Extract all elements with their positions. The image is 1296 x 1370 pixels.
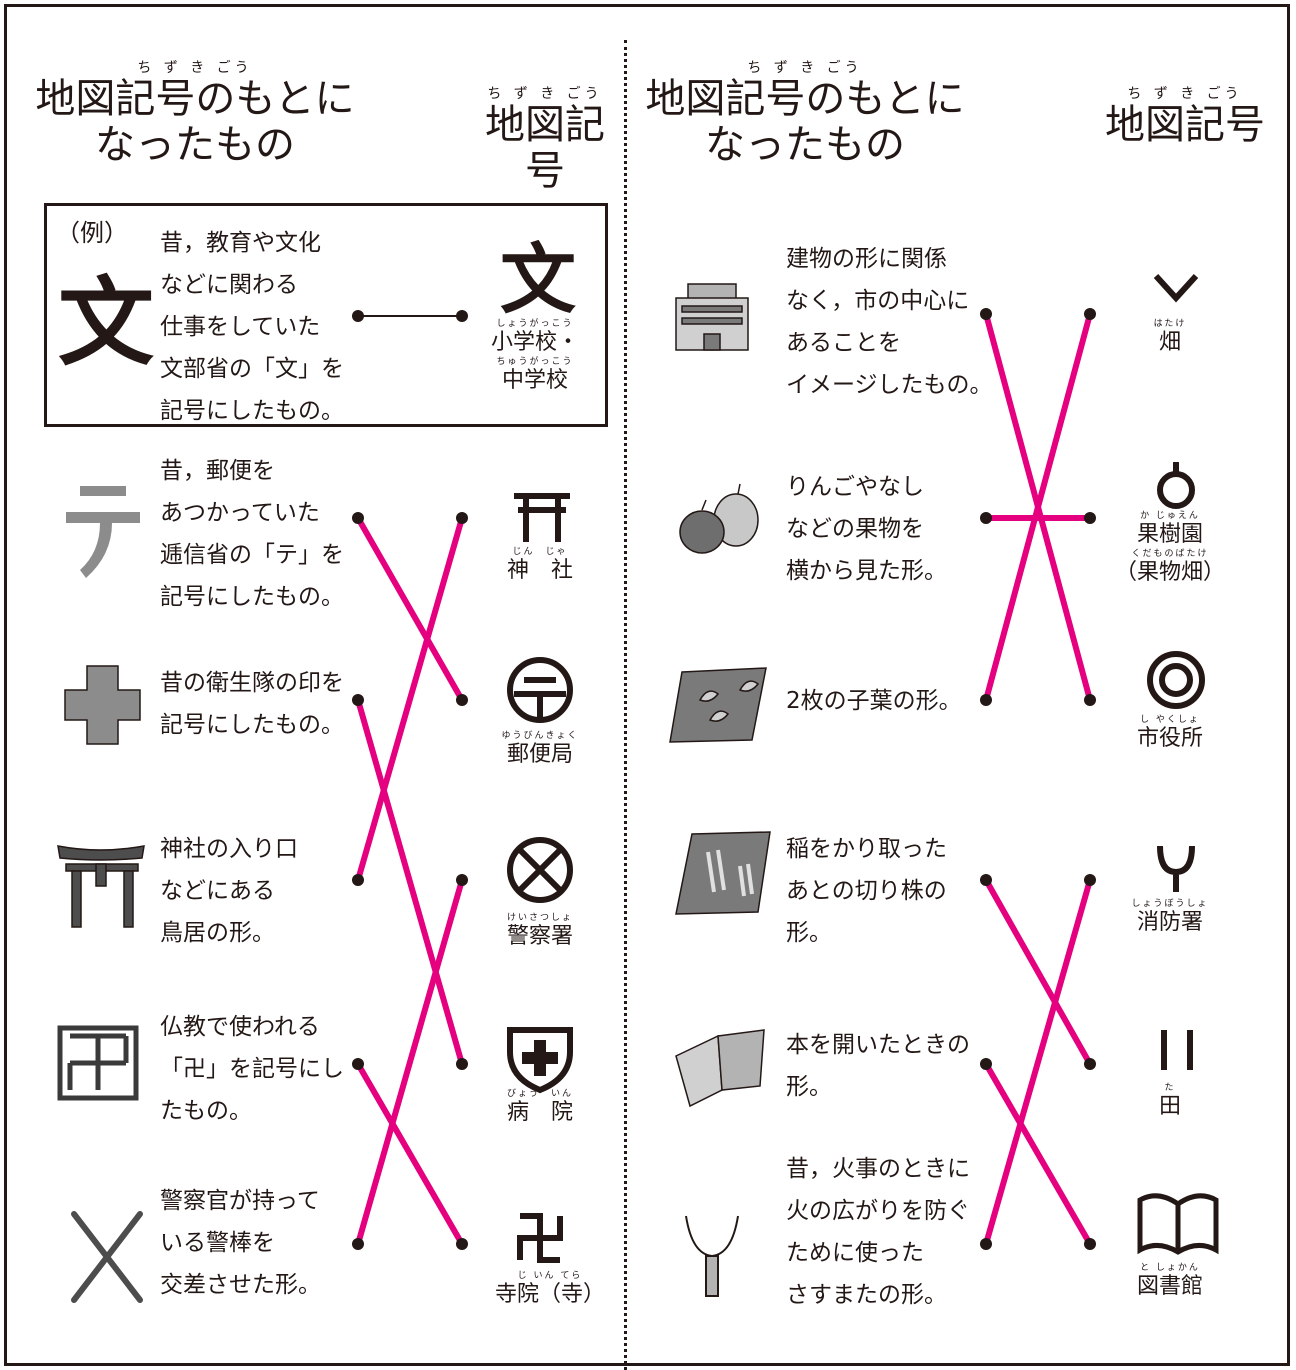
left-answer-lines <box>355 515 465 1247</box>
sprouts-image <box>669 667 767 743</box>
header-origin-line1: 地図記号のもとに <box>35 76 355 122</box>
example-box <box>44 203 608 427</box>
header-origin-line2: なったもの <box>705 122 905 168</box>
example-symbol-label: しょうがっこう 小学校・ ちゅうがっこう 中学校 <box>490 319 579 393</box>
open-book-image <box>675 1029 765 1108</box>
header-symbol-ruby: ち ず き ごう <box>487 86 603 102</box>
left-origin-3-description: 神社の入り口 などにある 鳥居の形。 <box>160 836 298 946</box>
header-symbol-right: ち ず き ごう 地図記号 <box>1100 86 1270 148</box>
right-answer-lines <box>983 311 1093 1247</box>
symbol-label-post-office: ゆうびんきょく 郵便局 <box>501 731 579 767</box>
left-connector-dots <box>352 512 468 1250</box>
header-symbol-title: 地図記号 <box>1105 102 1265 148</box>
symbol-label-police-station: けいさつしょ 警察署 <box>506 913 573 949</box>
symbol-label-field: はたけ 畑 <box>1153 319 1187 355</box>
sasumata-image <box>685 1215 739 1297</box>
symbol-label-temple: じ いん てら 寺院（寺） <box>494 1271 605 1307</box>
torii-gate-image <box>57 845 145 928</box>
column-divider <box>624 40 627 1370</box>
right-origin-2-description: りんごやなし などの果物を 横から見た形。 <box>786 474 947 584</box>
header-origin-ruby: ち ず き ごう <box>137 60 253 76</box>
symbol-label-city-hall: し やくしょ 市役所 <box>1136 715 1203 751</box>
field-symbol-icon <box>1153 273 1199 303</box>
fire-station-symbol-icon <box>1157 845 1195 892</box>
left-origin-5-description: 警察官が持って いる警棒を 交差させた形。 <box>160 1188 321 1298</box>
crossed-batons-image <box>71 1211 143 1303</box>
right-origin-6-description: 昔，火事のときに 火の広がりを防ぐ ために使った さすまたの形。 <box>786 1156 970 1308</box>
header-origin-line2: なったもの <box>95 122 295 168</box>
left-origin-2-description: 昔の衛生隊の印を 記号にしたもの。 <box>160 670 344 738</box>
rice-stubble-image <box>675 831 771 915</box>
orchard-symbol-icon <box>1157 462 1195 509</box>
outer-frame <box>4 4 1290 1366</box>
library-symbol-icon <box>1137 1193 1219 1255</box>
header-origin-left: ち ず き ごう 地図記号のもとに なったもの <box>30 60 360 168</box>
post-office-symbol-icon <box>507 657 573 723</box>
header-origin-right: ち ず き ごう 地図記号のもとに なったもの <box>640 60 970 168</box>
left-origin-1-description: 昔，郵便を あつかっていた 逓信省の「テ」を 記号にしたもの。 <box>160 458 344 610</box>
symbol-label-library: と しょかん 図書館 <box>1136 1263 1203 1299</box>
left-origin-4-description: 仏教で使われる 「卍」を記号にし たもの。 <box>160 1014 344 1124</box>
symbol-label-shrine: じん じゃ 神 社 <box>506 547 573 583</box>
school-symbol-icon: 文 <box>500 235 576 324</box>
right-origin-5-description: 本を開いたときの 形。 <box>786 1032 970 1100</box>
manji-image <box>57 1025 139 1101</box>
rice-field-symbol-icon <box>1161 1030 1193 1070</box>
hospital-symbol-icon <box>507 1027 573 1094</box>
example-connector-line <box>352 310 468 322</box>
police-station-symbol-icon <box>507 837 573 903</box>
example-label: （例） <box>56 219 128 247</box>
right-connector-dots <box>980 308 1096 1250</box>
header-origin-ruby: ち ず き ごう <box>747 60 863 76</box>
header-symbol-ruby: ち ず き ごう <box>1127 86 1243 102</box>
symbol-label-rice-field: た 田 <box>1158 1083 1181 1119</box>
header-symbol-left: ち ず き ごう 地図記号 <box>470 86 620 194</box>
symbol-label-orchard: か じゅえん 果樹園 くだものばたけ （果物畑） <box>1114 511 1225 585</box>
city-hall-symbol-icon <box>1147 651 1205 709</box>
example-description: 昔，教育や文化 などに関わる 仕事をしていた 文部省の「文」を 記号にしたもの。 <box>160 230 344 424</box>
header-origin-line1: 地図記号のもとに <box>645 76 965 122</box>
shrine-symbol-icon <box>514 493 570 542</box>
right-origin-3-description: 2枚の子葉の形。 <box>786 688 962 714</box>
apple-pear-image <box>679 483 759 554</box>
right-origin-1-description: 建物の形に関係 なく，市の中心に あることを イメージしたもの。 <box>786 246 993 398</box>
symbol-label-fire-station: しょうぼうしょ 消防署 <box>1131 899 1209 935</box>
temple-symbol-icon <box>517 1213 563 1263</box>
katakana-te-image <box>66 486 140 578</box>
medical-cross-image <box>64 665 141 745</box>
header-symbol-title: 地図記号 <box>485 102 605 194</box>
right-origin-4-description: 稲をかり取った あとの切り株の 形。 <box>786 836 947 946</box>
building-image <box>675 283 749 351</box>
bun-character-image: 文 <box>58 266 154 379</box>
symbol-label-hospital: びょう いん 病 院 <box>506 1089 573 1125</box>
